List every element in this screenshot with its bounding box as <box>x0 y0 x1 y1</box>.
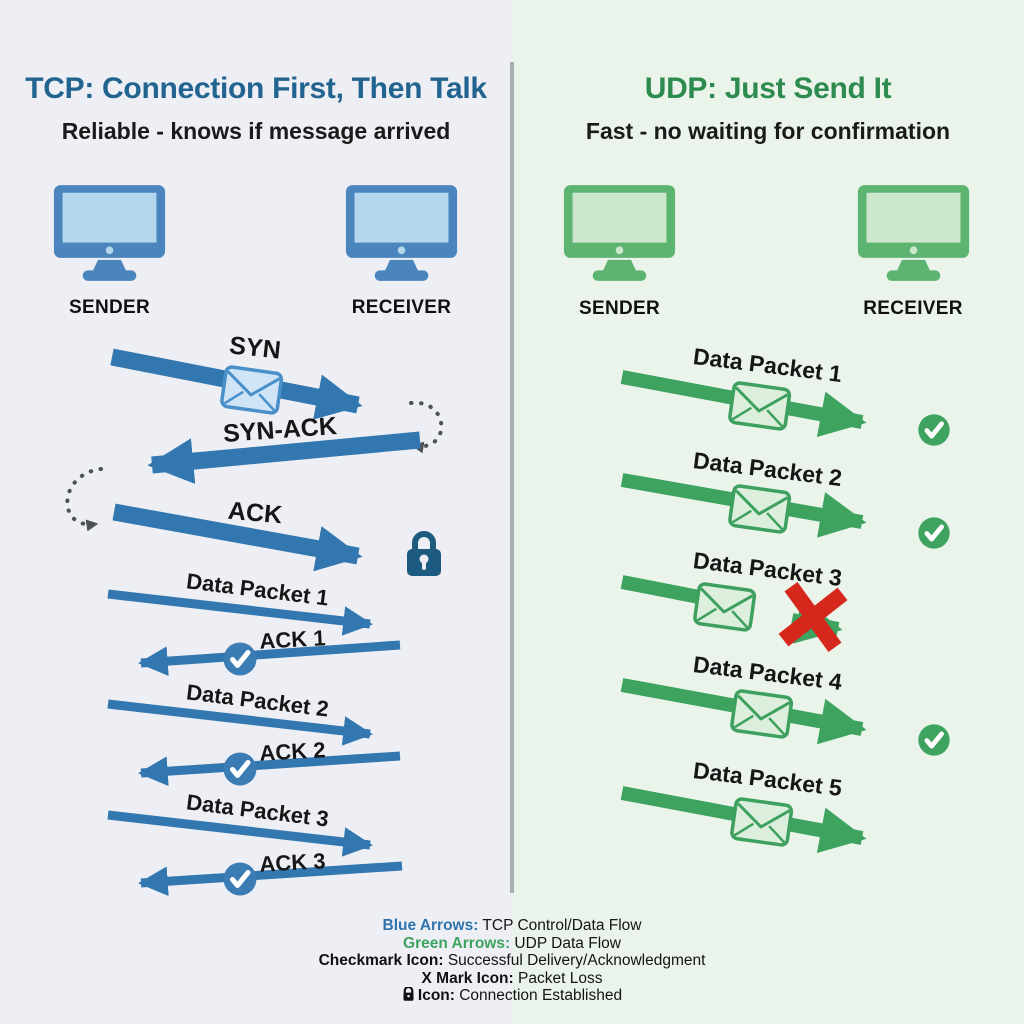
udp-sender-label: SENDER <box>579 298 660 319</box>
checkmark-icon <box>918 517 949 548</box>
udp-packet2-arrow <box>620 473 950 549</box>
legend-green-value: UDP Data Flow <box>510 934 621 952</box>
tcp-data3-arrow <box>107 810 373 857</box>
envelope-icon <box>729 688 794 740</box>
udp-packet3-arrow-lost <box>620 575 848 653</box>
tcp-ack2-arrow <box>138 753 401 786</box>
envelope-icon <box>729 796 794 848</box>
checkmark-icon <box>918 414 949 445</box>
checkmark-icon <box>918 724 949 755</box>
tcp-ack1-arrow <box>138 643 401 676</box>
udp-packet5-arrow <box>620 786 867 854</box>
legend-checkmark: Checkmark Icon: Successful Delivery/Ackn… <box>212 952 812 970</box>
udp-sender-computer-icon <box>563 185 676 281</box>
legend-check-key: Checkmark Icon: <box>318 952 444 969</box>
legend-x-value: Packet Loss <box>513 969 603 987</box>
envelope-icon <box>219 364 284 416</box>
envelope-icon <box>727 380 792 432</box>
tcp-receiver-computer-icon <box>345 185 458 281</box>
panel-divider <box>510 62 514 893</box>
udp-receiver-label: RECEIVER <box>863 298 963 319</box>
ack-arrow <box>112 503 363 572</box>
handshake-loop-left <box>65 467 103 532</box>
tcp-data2-arrow <box>107 699 373 746</box>
tcp-subtitle: Reliable - knows if message arrived <box>61 118 451 144</box>
legend-check-value: Successful Delivery/Acknowledgment <box>443 952 706 969</box>
legend-lock-value: Connection Established <box>454 987 623 1004</box>
udp-subtitle: Fast - no waiting for confirmation <box>585 118 951 144</box>
legend: Blue Arrows: TCP Control/Data Flow Green… <box>212 917 812 1005</box>
legend-green-arrows: Green Arrows: UDP Data Flow <box>212 935 812 953</box>
legend-blue-key: Blue Arrows: <box>382 917 479 934</box>
tcp-panel <box>0 0 512 1024</box>
envelope-icon <box>692 581 757 633</box>
envelope-icon <box>727 483 792 535</box>
lock-icon <box>407 531 441 576</box>
syn-ack-arrow <box>147 431 421 485</box>
syn-arrow <box>110 348 363 420</box>
tcp-receiver-label: RECEIVER <box>351 297 452 318</box>
legend-x-mark: X Mark Icon: Packet Loss <box>212 970 812 988</box>
tcp-sender-computer-icon <box>53 185 166 281</box>
tcp-ack3-arrow <box>138 863 403 896</box>
udp-packet4-arrow <box>620 678 950 756</box>
tcp-title: TCP: Connection First, Then Talk <box>25 72 487 105</box>
legend-lock: Icon: Connection Established <box>212 987 812 1005</box>
x-mark-icon <box>778 581 848 653</box>
legend-blue-value: TCP Control/Data Flow <box>478 917 642 934</box>
udp-packet1-arrow <box>620 370 950 446</box>
legend-green-key: Green Arrows: <box>403 934 511 952</box>
legend-x-key: X Mark Icon: <box>421 969 514 987</box>
handshake-loop-right <box>409 400 444 454</box>
tcp-sender-label: SENDER <box>69 297 150 318</box>
legend-blue-arrows: Blue Arrows: TCP Control/Data Flow <box>212 917 812 935</box>
udp-title: UDP: Just Send It <box>644 72 892 105</box>
legend-lock-key: Icon: <box>417 987 455 1004</box>
udp-receiver-computer-icon <box>857 185 970 281</box>
lock-icon <box>403 987 414 1001</box>
tcp-data1-arrow <box>107 589 373 636</box>
